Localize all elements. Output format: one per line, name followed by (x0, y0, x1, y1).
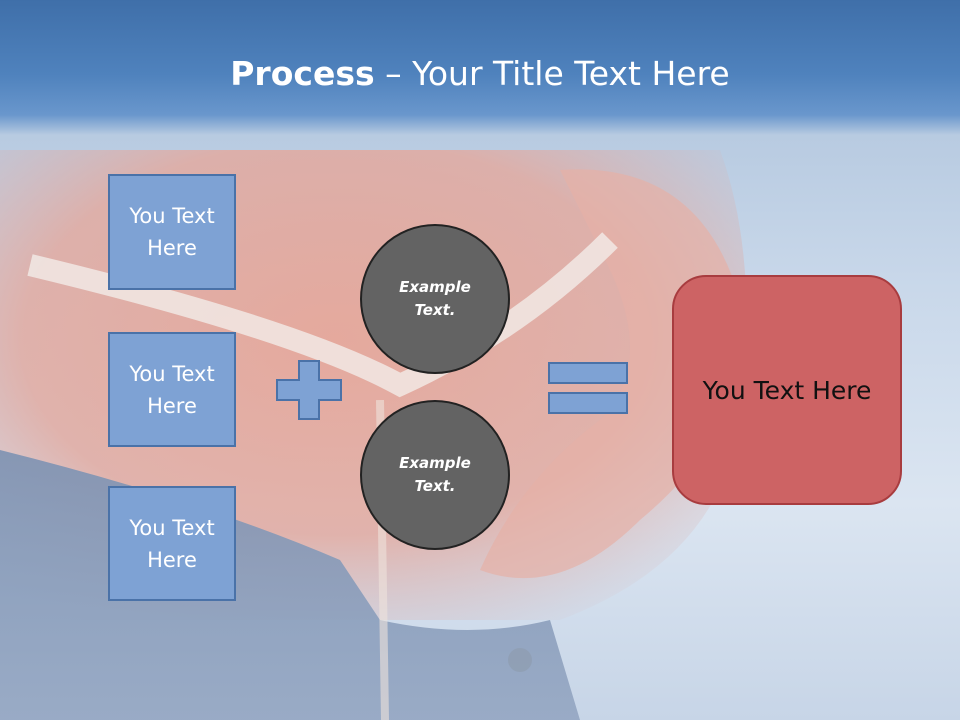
circle-label: Example Text. (399, 454, 471, 495)
result-box[interactable]: You Text Here (672, 275, 902, 505)
step-box-label: You Text Here (129, 361, 215, 418)
step-box-2[interactable]: You Text Here (108, 332, 236, 447)
example-circle-1[interactable]: Example Text. (360, 224, 510, 374)
step-box-label: You Text Here (129, 515, 215, 572)
step-box-3[interactable]: You Text Here (108, 486, 236, 601)
example-circle-2[interactable]: Example Text. (360, 400, 510, 550)
circle-label: Example Text. (399, 278, 471, 319)
plus-icon (276, 360, 342, 420)
step-box-1[interactable]: You Text Here (108, 174, 236, 290)
result-label: You Text Here (702, 375, 872, 405)
step-box-label: You Text Here (129, 204, 215, 260)
slide-title[interactable]: Process – Your Title Text Here (0, 52, 960, 96)
equals-icon (548, 362, 628, 414)
title-bold: Process (230, 54, 375, 93)
title-rest: – Your Title Text Here (374, 54, 730, 93)
header-band (0, 0, 960, 135)
